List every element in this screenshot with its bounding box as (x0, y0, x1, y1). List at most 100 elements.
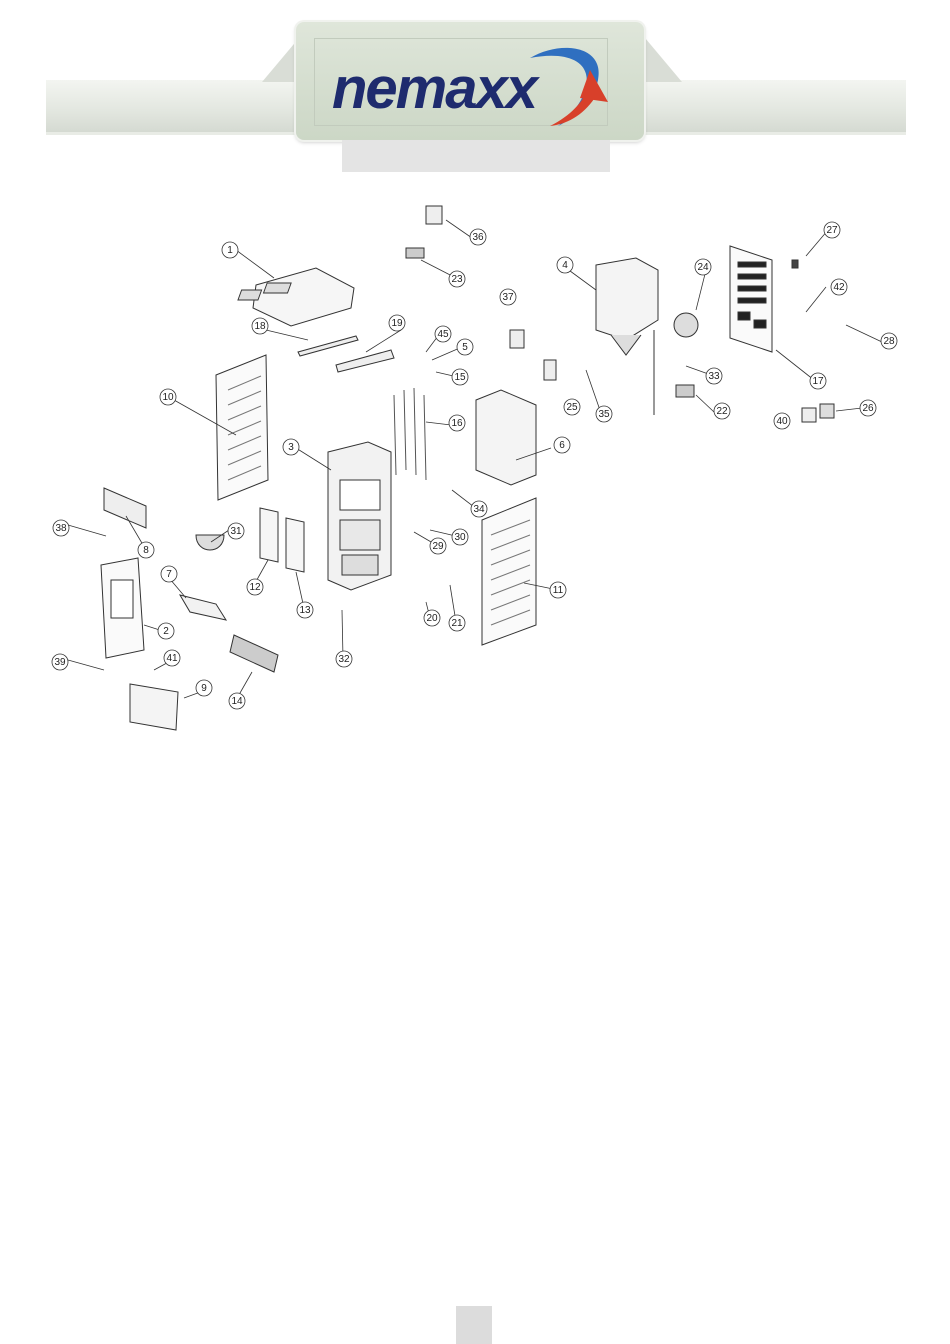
callout-number: 6 (559, 440, 565, 451)
callout-number: 31 (230, 526, 242, 537)
callout-35: 35 (596, 406, 612, 422)
callout-number: 5 (462, 342, 468, 353)
callout-21: 21 (449, 615, 465, 631)
callout-8: 8 (138, 542, 154, 558)
callout-number: 8 (143, 545, 149, 556)
part-tray-7 (180, 595, 226, 620)
callout-3: 3 (283, 439, 299, 455)
part-plate-12 (260, 508, 278, 562)
callout-number: 3 (288, 442, 294, 453)
callout-37: 37 (500, 289, 516, 305)
callout-number: 12 (249, 582, 261, 593)
callout-9: 9 (196, 680, 212, 696)
callout-39: 39 (52, 654, 68, 670)
callout-number: 36 (472, 232, 484, 243)
part-rail-19 (336, 350, 394, 372)
callout-number: 41 (166, 653, 178, 664)
callout-18: 18 (252, 318, 268, 334)
callout-33: 33 (706, 368, 722, 384)
callout-31: 31 (228, 523, 244, 539)
part-part-36 (426, 206, 442, 224)
part-part-23 (406, 248, 424, 258)
callout-13: 13 (297, 602, 313, 618)
part-grille-8 (104, 488, 146, 528)
callout-1: 1 (222, 242, 238, 258)
callout-15: 15 (452, 369, 468, 385)
callout-5: 5 (457, 339, 473, 355)
logo-swoosh-icon (520, 40, 612, 130)
callout-number: 37 (502, 292, 514, 303)
callout-number: 9 (201, 683, 207, 694)
part-main-frame (328, 442, 391, 590)
callout-number: 13 (299, 605, 311, 616)
callout-number: 35 (598, 409, 610, 420)
callout-25: 25 (564, 399, 580, 415)
callout-number: 34 (473, 504, 485, 515)
callout-7: 7 (161, 566, 177, 582)
part-fan-24 (674, 313, 698, 337)
callout-number: 22 (716, 406, 728, 417)
callout-number: 32 (338, 654, 350, 665)
callout-20: 20 (424, 610, 440, 626)
callout-number: 20 (426, 613, 438, 624)
part-motor-22 (676, 385, 694, 397)
callout-number: 17 (812, 376, 824, 387)
part-grille-14 (230, 635, 278, 672)
callout-number: 42 (833, 282, 845, 293)
callout-24: 24 (695, 259, 711, 275)
callout-number: 27 (826, 225, 838, 236)
part-top-cover (238, 268, 354, 326)
callout-number: 25 (566, 402, 578, 413)
callout-30: 30 (452, 529, 468, 545)
part-plate-26 (820, 404, 834, 418)
callout-22: 22 (714, 403, 730, 419)
callout-26: 26 (860, 400, 876, 416)
callout-number: 24 (697, 262, 709, 273)
callout-16: 16 (449, 415, 465, 431)
callout-42: 42 (831, 279, 847, 295)
callout-number: 28 (883, 336, 895, 347)
callout-10: 10 (160, 389, 176, 405)
callout-number: 14 (231, 696, 243, 707)
callout-36: 36 (470, 229, 486, 245)
header-subtab (342, 140, 610, 172)
callout-number: 10 (162, 392, 174, 403)
callout-32: 32 (336, 651, 352, 667)
callout-number: 29 (432, 541, 444, 552)
callout-29: 29 (430, 538, 446, 554)
callout-2: 2 (158, 623, 174, 639)
part-plate-13 (286, 518, 304, 572)
callout-number: 19 (391, 318, 403, 329)
callout-14: 14 (229, 693, 245, 709)
callout-number: 23 (451, 274, 463, 285)
callout-28: 28 (881, 333, 897, 349)
part-rail-18 (298, 336, 358, 356)
part-ash-drawer-9 (130, 684, 178, 730)
callout-number: 4 (562, 260, 568, 271)
callout-4: 4 (557, 257, 573, 273)
callout-11: 11 (550, 582, 566, 598)
part-rods-16 (394, 388, 426, 480)
part-right-guard (476, 390, 536, 485)
callout-34: 34 (471, 501, 487, 517)
callout-number: 26 (862, 403, 874, 414)
part-bowl-31 (196, 535, 224, 550)
callout-number: 16 (451, 418, 463, 429)
part-part-37 (510, 330, 524, 348)
callout-number: 11 (553, 585, 564, 596)
callout-number: 1 (227, 245, 233, 256)
callout-17: 17 (810, 373, 826, 389)
part-right-side-panel (482, 498, 536, 645)
callout-41: 41 (164, 650, 180, 666)
callout-number: 21 (451, 618, 463, 629)
part-part-25 (544, 360, 556, 380)
part-plate-40 (802, 408, 816, 422)
callout-6: 6 (554, 437, 570, 453)
callout-number: 40 (776, 416, 788, 427)
callout-number: 39 (54, 657, 66, 668)
callout-45: 45 (435, 326, 451, 342)
callout-40: 40 (774, 413, 790, 429)
callout-23: 23 (449, 271, 465, 287)
callout-number: 2 (163, 626, 169, 637)
